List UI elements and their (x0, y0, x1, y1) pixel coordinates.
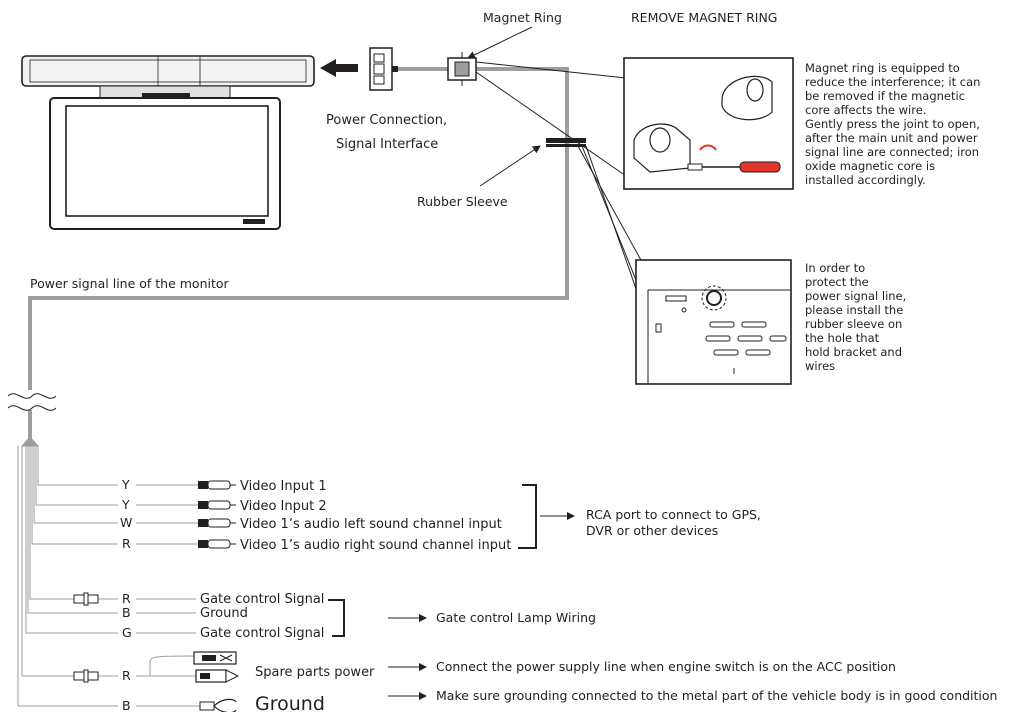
rubber-sleeve-label: Rubber Sleeve (417, 194, 508, 209)
gate-bracket (328, 599, 345, 637)
magnet-note: Magnet ring is equipped to reduce the in… (805, 61, 980, 187)
svg-text:wires: wires (805, 359, 835, 373)
ground-note: Make sure grounding connected to the met… (436, 688, 997, 703)
fuse-holder-icon (73, 669, 99, 683)
wire-label: Video Input 2 (240, 499, 327, 514)
power-signal-cable (28, 67, 569, 390)
svg-text:be removed if the magnetic: be removed if the magnetic (805, 89, 965, 103)
gate-group-label: Gate control Lamp Wiring (436, 610, 596, 625)
magnet-ring-label: Magnet Ring (483, 10, 562, 25)
wire-code: B (122, 605, 131, 620)
sleeve-note: In order to protect the power signal lin… (805, 261, 906, 373)
wire-label: Ground (255, 693, 325, 712)
svg-text:hold bracket and: hold bracket and (805, 345, 902, 359)
wire-label: Video 1’s audio left sound channel input (240, 517, 502, 532)
magnet-ring (447, 52, 477, 86)
svg-text:signal line are connected; iro: signal line are connected; iron (805, 145, 979, 159)
signal-interface-label: Signal Interface (336, 137, 438, 152)
cable-break-icon (7, 393, 57, 411)
wire-labels: Video Input 1 Video Input 2 Video 1’s au… (200, 479, 511, 712)
screwdriver-icon (739, 161, 781, 173)
svg-text:protect the: protect the (805, 275, 869, 289)
control-buttons (243, 219, 265, 224)
power-connection-label: Power Connection, (326, 113, 447, 128)
power-signal-line-label: Power signal line of the monitor (30, 276, 230, 291)
wire-code: G (122, 625, 132, 640)
wire-label: Video 1’s audio right sound channel inpu… (240, 538, 511, 553)
svg-text:power signal line,: power signal line, (805, 289, 906, 303)
svg-text:oxide magnetic core is: oxide magnetic core is (805, 159, 935, 173)
wire-code: R (122, 536, 131, 551)
rca-bracket (522, 484, 537, 549)
wire-label: Ground (200, 606, 248, 621)
svg-text:In order to: In order to (805, 261, 865, 275)
svg-text:installed accordingly.: installed accordingly. (805, 173, 926, 187)
acc-note: Connect the power supply line when engin… (436, 659, 896, 674)
wire-code: R (122, 591, 131, 606)
monitor-unit: BLAUPUNKT (21, 55, 315, 230)
wire-code: W (120, 515, 132, 530)
sleeve-detail-box (635, 259, 792, 385)
svg-text:reduce the interference; it ca: reduce the interference; it can (805, 75, 980, 89)
wire-code: B (122, 698, 131, 712)
rubber-sleeve (546, 138, 586, 147)
rca-plug-icon (198, 480, 236, 490)
remove-magnet-ring-title: REMOVE MAGNET RING (631, 10, 777, 25)
rca-plug-icon (198, 500, 236, 510)
wire-label: Video Input 1 (240, 479, 327, 494)
svg-text:Magnet ring is equipped to: Magnet ring is equipped to (805, 61, 960, 75)
wire-code: Y (121, 497, 130, 512)
svg-text:after the main unit and power: after the main unit and power (805, 131, 978, 145)
svg-text:the hole that: the hole that (805, 331, 880, 345)
power-connector (369, 47, 398, 91)
spare-power-connector-icon (193, 651, 240, 683)
magnet-detail-box (623, 57, 794, 190)
rca-plug-icon (198, 539, 236, 549)
rca-group-label: RCA port to connect to GPS, (586, 507, 761, 522)
wire-label: Gate control Signal (200, 626, 324, 641)
rca-plug-icon (198, 518, 236, 528)
wire-code: Y (121, 477, 130, 492)
wire-code: R (122, 668, 131, 683)
wire-label: Gate control Signal (200, 592, 324, 607)
svg-text:core affects the wire.: core affects the wire. (805, 103, 926, 117)
wire-label: Spare parts power (255, 665, 375, 680)
svg-text:Gently press the joint to open: Gently press the joint to open, (805, 117, 980, 131)
connection-arrow (320, 59, 358, 77)
rca-group-label: DVR or other devices (586, 523, 718, 538)
wire-codes: Y Y W R R B G R B (120, 477, 132, 712)
svg-text:please install the: please install the (805, 303, 903, 317)
ground-terminal-icon (199, 698, 237, 712)
svg-text:rubber sleeve on: rubber sleeve on (805, 317, 902, 331)
wire-harness (17, 446, 200, 707)
fuse-holder-icon (73, 592, 99, 606)
